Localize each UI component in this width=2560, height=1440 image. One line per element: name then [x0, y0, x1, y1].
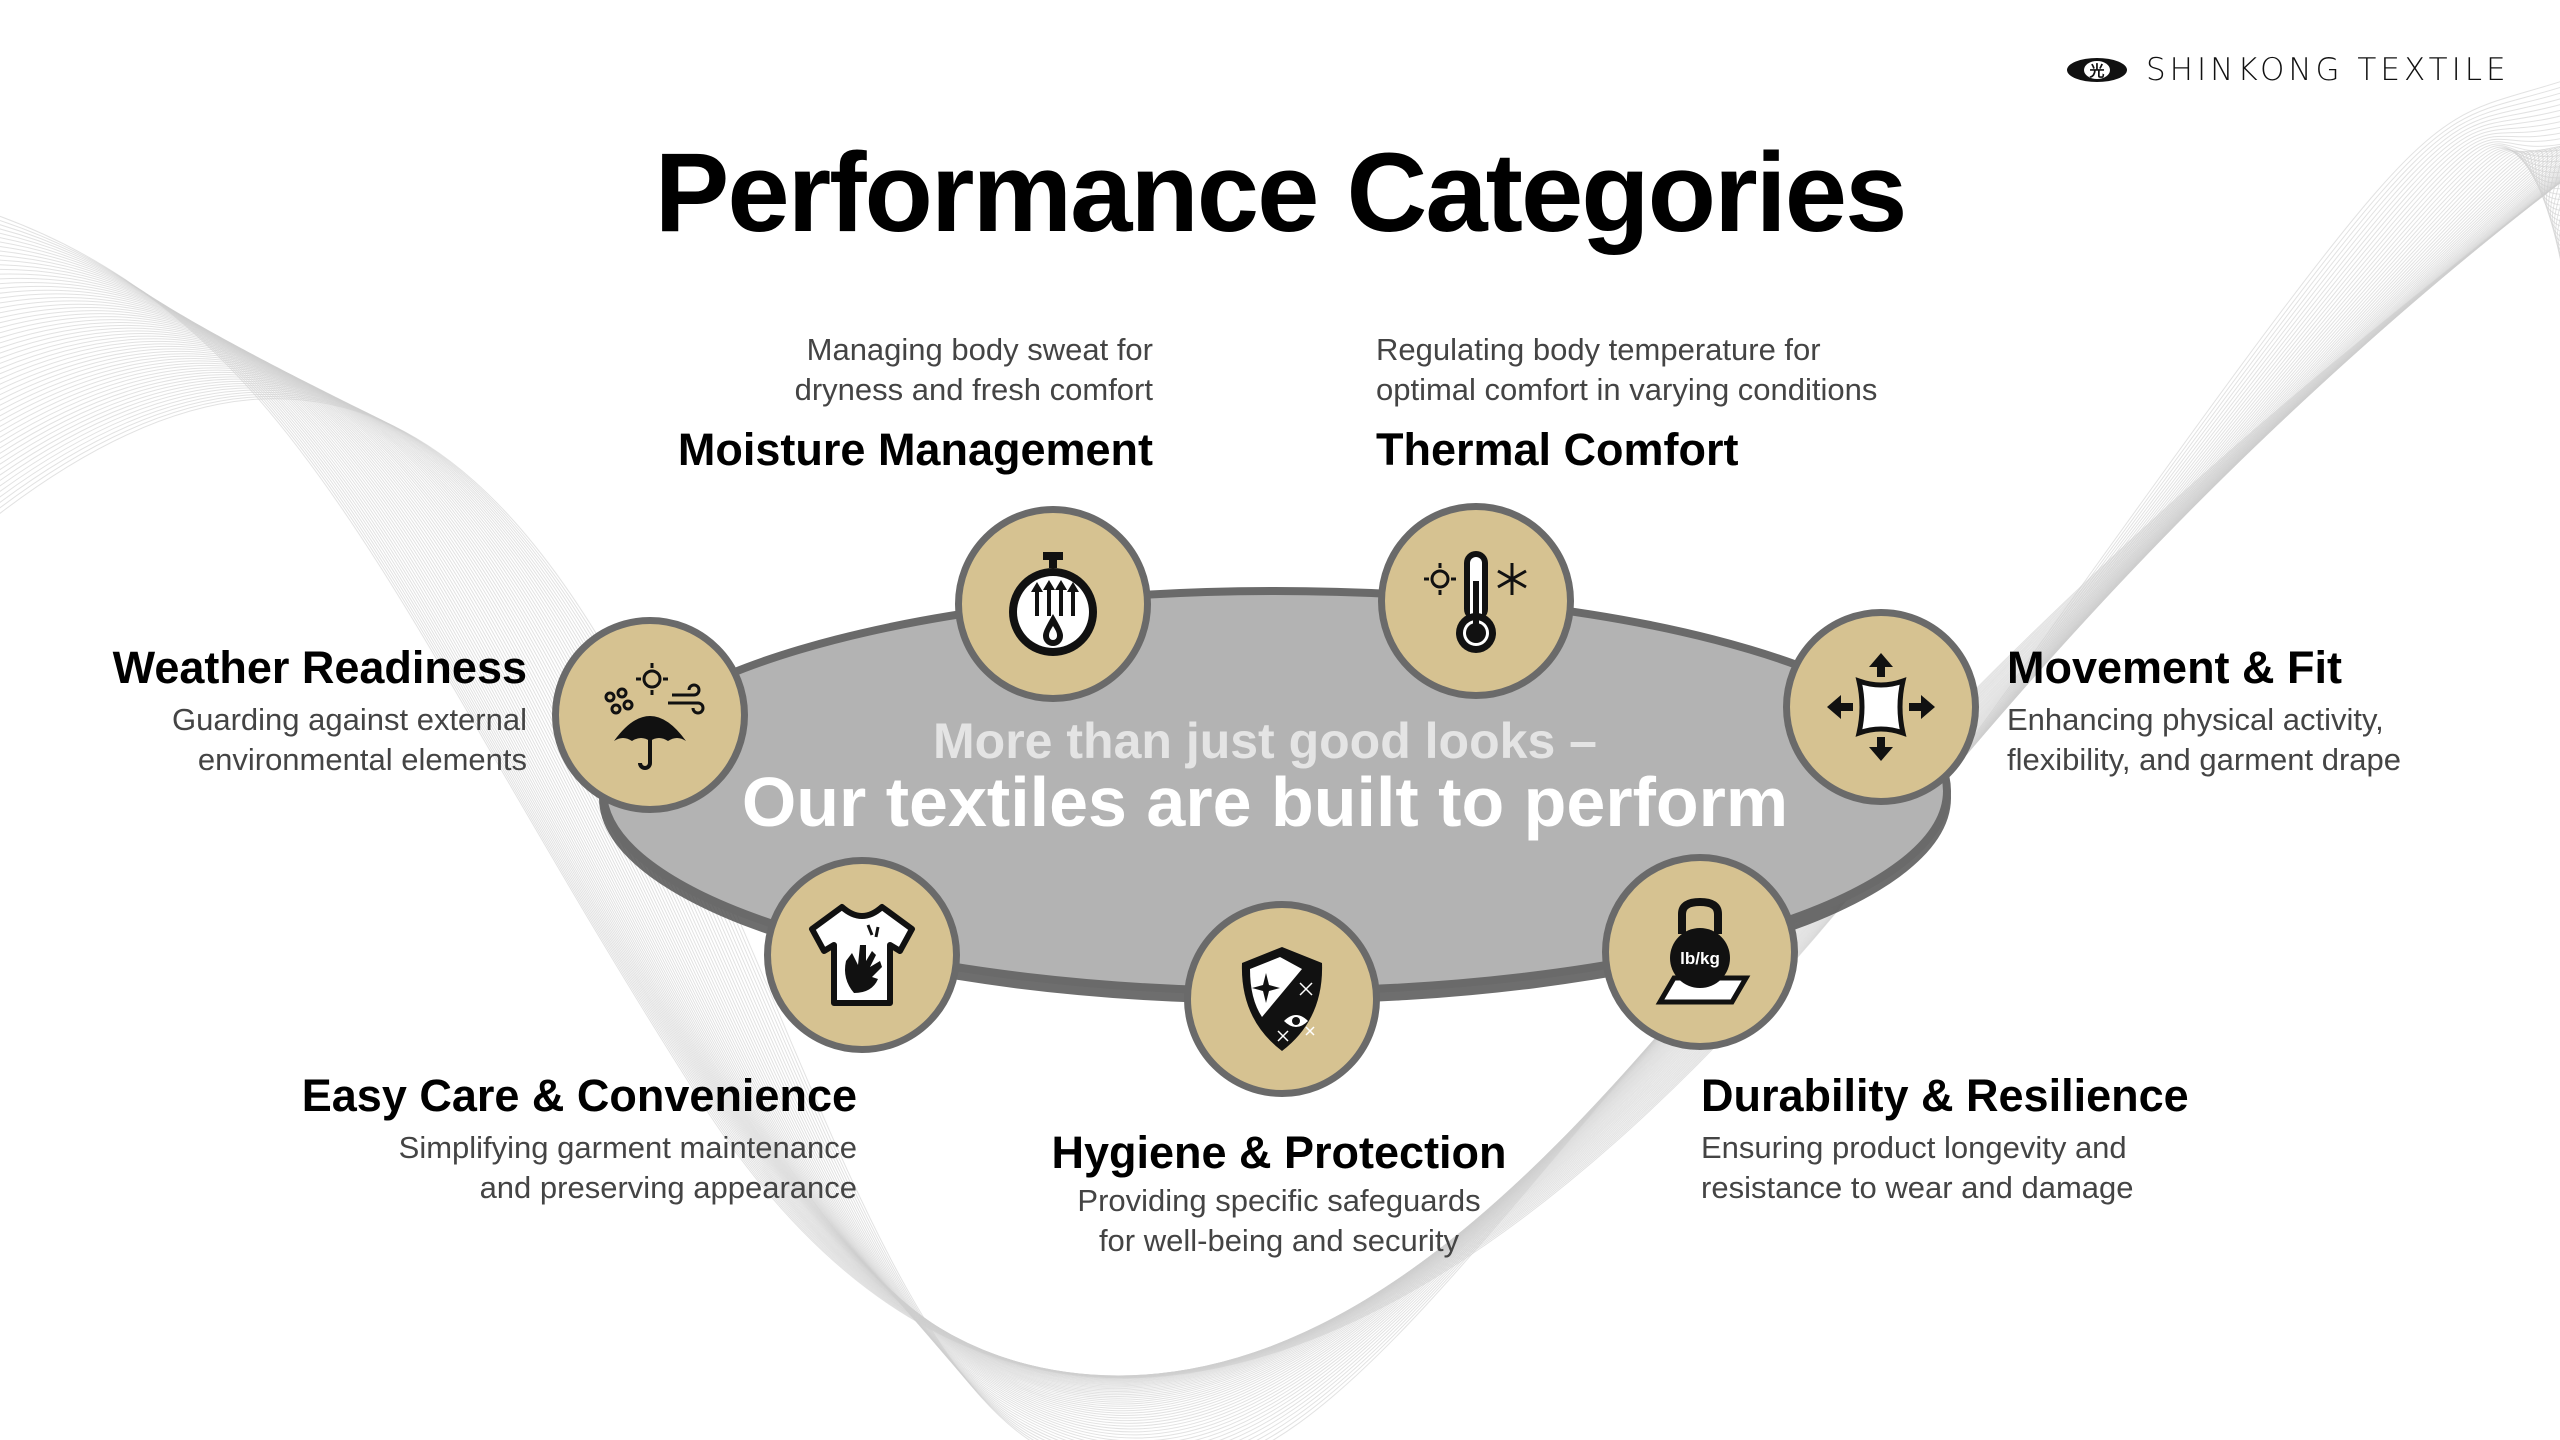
category-hygiene: Hygiene & Protection Providing specific … [969, 1125, 1589, 1261]
category-title: Hygiene & Protection [1051, 1127, 1507, 1178]
category-desc: Providing specific safeguards [1077, 1183, 1481, 1218]
category-desc: optimal comfort in varying conditions [1376, 372, 1878, 407]
wave-line [0, 175, 2560, 1430]
wave-line [0, 177, 2560, 1436]
wave-line [0, 164, 2560, 1412]
stopwatch-drop-icon [1009, 552, 1097, 656]
category-easycare: Easy Care & Convenience Simplifying garm… [237, 1068, 857, 1208]
category-title: Durability & Resilience [1701, 1070, 2189, 1121]
wave-line [0, 172, 2560, 1424]
stretch-arrows-icon [1827, 653, 1935, 761]
category-desc: for well-being and security [1098, 1223, 1460, 1258]
wave-line [0, 166, 2560, 1414]
category-weather: Weather Readiness Guarding against exter… [0, 640, 527, 780]
wave-line [0, 174, 2560, 1427]
category-desc: Regulating body temperature for [1376, 332, 1821, 367]
brand-logo: 光 SHINKONG TEXTILE [2066, 52, 2510, 88]
category-desc: Enhancing physical activity, [2007, 702, 2384, 737]
wave-line [0, 171, 2560, 1421]
category-moisture: Managing body sweat for dryness and fres… [533, 330, 1153, 478]
center-tagline-line1: More than just good looks – [933, 713, 1597, 769]
category-desc: and preserving appearance [479, 1170, 857, 1205]
category-title: Thermal Comfort [1376, 424, 1739, 475]
category-desc: Ensuring product longevity and [1701, 1130, 2127, 1165]
category-durability: Durability & Resilience Ensuring product… [1701, 1068, 2321, 1208]
shield-icon [1241, 947, 1323, 1051]
durability-node: lb/kg [1602, 854, 1798, 1050]
weather-node [552, 617, 748, 813]
kettlebell-label: lb/kg [1680, 949, 1720, 968]
page-title: Performance Categories [654, 130, 1908, 255]
tshirt-hand-icon [809, 904, 915, 1006]
kettlebell-icon: lb/kg [1655, 897, 1751, 1005]
easycare-node [764, 857, 960, 1053]
category-desc: environmental elements [197, 742, 527, 777]
wave-line [0, 169, 2560, 1419]
category-desc: flexibility, and garment drape [2007, 742, 2402, 777]
wave-line [0, 176, 2560, 1433]
category-title: Weather Readiness [112, 642, 527, 693]
category-title: Easy Care & Convenience [301, 1070, 857, 1121]
hygiene-node [1184, 901, 1380, 1097]
category-desc: dryness and fresh comfort [794, 372, 1153, 407]
moisture-node [955, 506, 1151, 702]
category-movement: Movement & Fit Enhancing physical activi… [2007, 640, 2560, 780]
category-desc: Managing body sweat for [806, 332, 1153, 367]
category-title: Moisture Management [677, 424, 1153, 475]
thermal-node [1378, 503, 1574, 699]
svg-text:光: 光 [2088, 62, 2104, 80]
category-desc: Simplifying garment maintenance [398, 1130, 857, 1165]
wave-line [0, 168, 2560, 1416]
thermometer-icon [1424, 551, 1527, 653]
category-thermal: Regulating body temperature for optimal … [1376, 330, 1996, 478]
movement-node [1783, 609, 1979, 805]
center-tagline-line2: Our textiles are built to perform [741, 763, 1789, 841]
brand-name: SHINKONG TEXTILE [2146, 52, 2510, 88]
shinkong-logo-icon: 光 [2067, 58, 2127, 82]
category-title: Movement & Fit [2007, 642, 2343, 693]
category-desc: resistance to wear and damage [1701, 1170, 2134, 1205]
category-desc: Guarding against external [171, 702, 527, 737]
umbrella-weather-icon [604, 663, 705, 770]
